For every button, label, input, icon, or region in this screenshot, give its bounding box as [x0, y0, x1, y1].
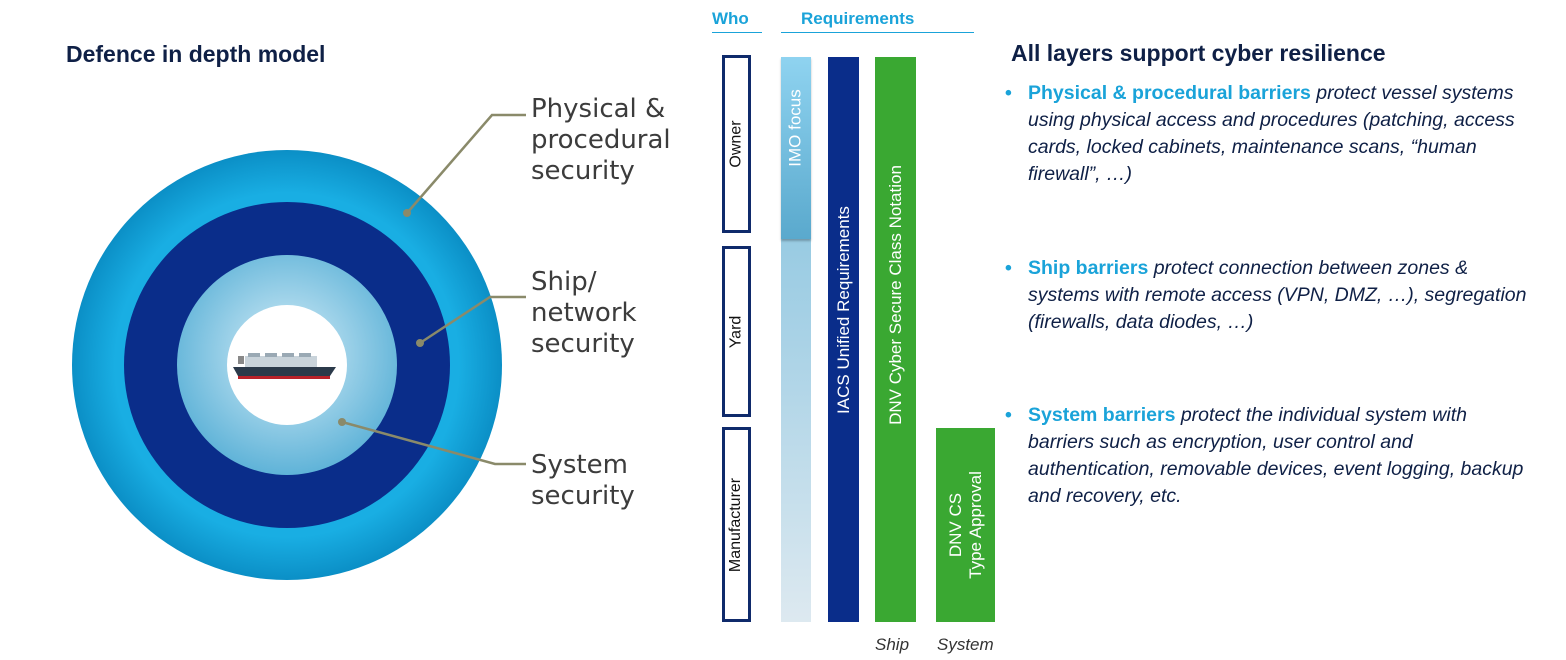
bullet-lead: Ship barriers	[1028, 257, 1149, 279]
caption-ship: Ship	[875, 635, 910, 654]
right-title: All layers support cyber resilience	[1011, 40, 1386, 66]
who-label-manufacturer: Manufacturer	[727, 477, 745, 572]
dnv-type-approval-bar: DNV CS Type Approval	[936, 428, 995, 622]
requirements-header: Requirements	[801, 9, 915, 28]
requirements-header-underline	[781, 32, 974, 33]
imo-focus-label: IMO focus	[786, 89, 805, 167]
ring-label-network: Ship/ network security	[531, 267, 637, 359]
ship-icon	[233, 353, 336, 379]
who-header-underline	[712, 32, 762, 33]
who-box-owner: Owner	[722, 55, 751, 233]
bullet-text: protect the individual system with barri…	[1028, 404, 1524, 507]
imo-focus-bar: IMO focus	[781, 57, 811, 239]
dnv-class-notation-label: DNV Cyber Secure Class Notation	[885, 164, 905, 425]
bullet-text: protect connection between zones & syste…	[1028, 257, 1527, 333]
bullet-dot: •	[1005, 257, 1012, 279]
ring-label-system: System security	[531, 450, 635, 511]
who-header: Who	[712, 9, 749, 28]
bullet-dot: •	[1005, 82, 1012, 104]
leader-lines	[341, 113, 526, 466]
who-label-yard: Yard	[727, 315, 745, 348]
caption-system: System	[937, 635, 994, 654]
ring-label-physical: Physical & procedural security	[531, 94, 671, 186]
who-box-manufacturer: Manufacturer	[722, 427, 751, 622]
defence-rings-diagram	[72, 113, 526, 580]
iacs-label: IACS Unified Requirements	[833, 205, 853, 414]
iacs-bar: IACS Unified Requirements	[828, 57, 859, 622]
bullet-lead: Physical & procedural barriers	[1028, 82, 1311, 104]
page-title: Defence in depth model	[66, 41, 326, 67]
dnv-type-approval-label: DNV CS Type Approval	[945, 471, 985, 579]
bullet-dot: •	[1005, 404, 1012, 426]
who-label-owner: Owner	[727, 120, 745, 168]
who-box-yard: Yard	[722, 246, 751, 417]
bullet-text: protect vessel systems using physical ac…	[1028, 82, 1515, 185]
dnv-class-notation-bar: DNV Cyber Secure Class Notation	[875, 57, 916, 622]
bullet-lead: System barriers	[1028, 404, 1176, 426]
